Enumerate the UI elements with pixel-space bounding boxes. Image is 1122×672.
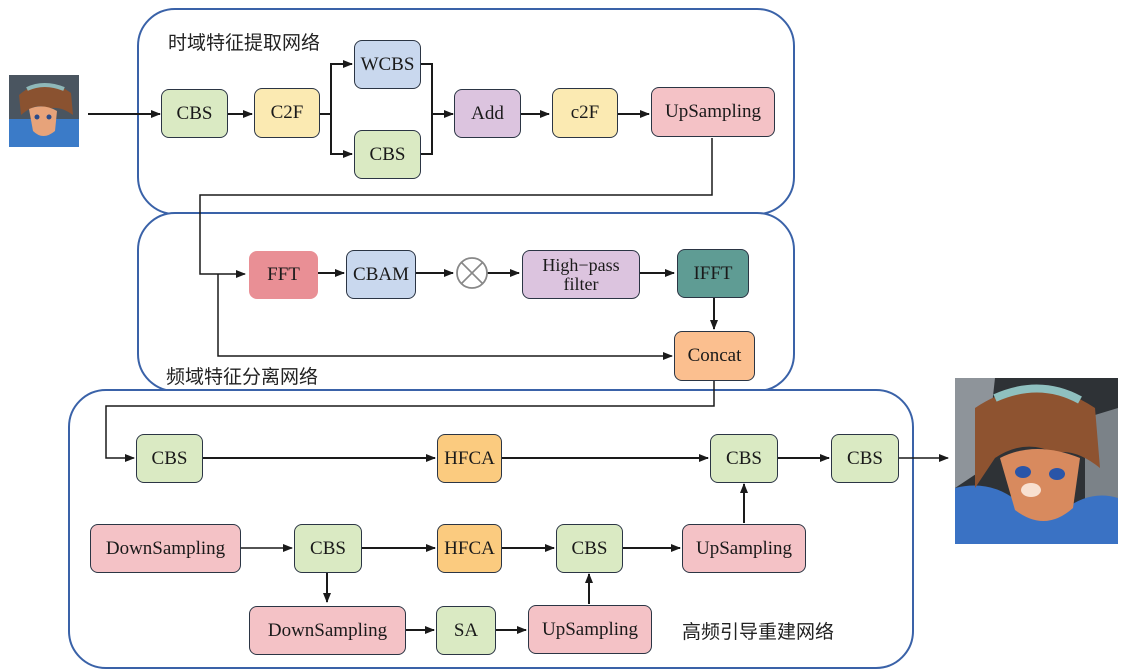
- upsampling-node[interactable]: UpSampling: [528, 605, 652, 654]
- add-node[interactable]: Add: [454, 89, 521, 138]
- cbs-node[interactable]: CBS: [710, 434, 778, 483]
- input-image: [9, 75, 79, 147]
- fft-node[interactable]: FFT: [249, 251, 318, 299]
- downsampling-node[interactable]: DownSampling: [90, 524, 241, 573]
- freq-domain-title: 频域特征分离网络: [166, 366, 319, 388]
- ifft-node[interactable]: IFFT: [677, 249, 749, 298]
- highpass-label-line2: filter: [563, 273, 599, 294]
- sa-node[interactable]: SA: [436, 606, 496, 655]
- cbs-node[interactable]: CBS: [556, 524, 623, 573]
- wcbs-node[interactable]: WCBS: [354, 40, 421, 89]
- arrow-c2f-wcbs: [320, 60, 353, 115]
- upsampling-node[interactable]: UpSampling: [682, 524, 806, 573]
- c2f-node-2[interactable]: c2F: [552, 88, 618, 138]
- hfca-node[interactable]: HFCA: [437, 524, 502, 573]
- cbs-node[interactable]: CBS: [136, 434, 203, 483]
- reconstruction-title: 高频引导重建网络: [682, 621, 835, 643]
- cbs-node[interactable]: CBS: [354, 130, 421, 179]
- arrow-concat-cbs: [105, 381, 715, 462]
- highpass-filter-node[interactable]: High−pass filter: [522, 250, 640, 299]
- merge-line: [421, 63, 433, 155]
- concat-node[interactable]: Concat: [674, 331, 755, 381]
- multiply-icon: [456, 257, 488, 289]
- output-image: [955, 378, 1118, 544]
- cbs-node[interactable]: CBS: [161, 89, 228, 138]
- upsampling-node[interactable]: UpSampling: [651, 87, 775, 137]
- c2f-node[interactable]: C2F: [254, 88, 320, 138]
- cbs-node[interactable]: CBS: [294, 524, 362, 573]
- arrow-c2f-cbs: [330, 114, 353, 158]
- time-domain-title: 时域特征提取网络: [168, 32, 321, 54]
- cbs-node[interactable]: CBS: [831, 434, 899, 483]
- hfca-node[interactable]: HFCA: [437, 434, 502, 483]
- highpass-label-line1: High−pass: [542, 254, 620, 275]
- cbam-node[interactable]: CBAM: [346, 250, 416, 299]
- arrow-upsampling-fft: [199, 138, 713, 278]
- downsampling-node[interactable]: DownSampling: [249, 606, 406, 655]
- arrow-skip-concat: [217, 274, 673, 360]
